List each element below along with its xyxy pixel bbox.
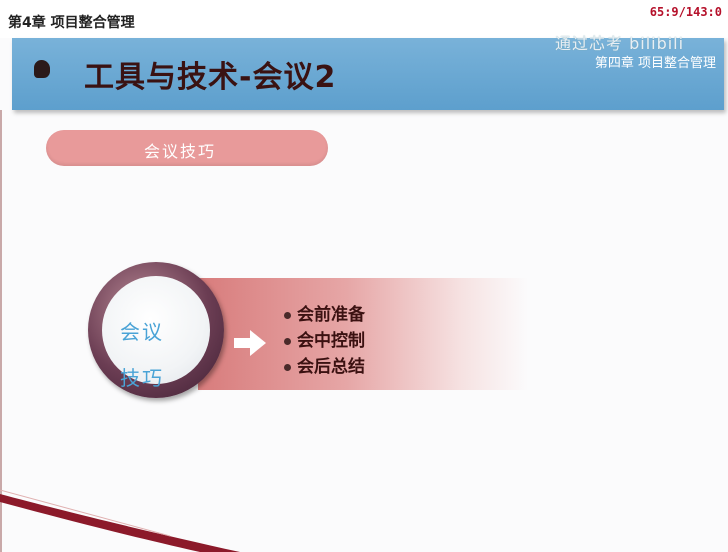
bullet-icon bbox=[284, 337, 291, 345]
skills-list: 会前准备 会中控制 会后总结 bbox=[284, 302, 365, 380]
bullet-icon bbox=[284, 363, 291, 371]
circle-label-line1: 会议 bbox=[120, 320, 164, 344]
chapter-tag: 第4章 项目整合管理 bbox=[8, 15, 135, 31]
list-item: 会前准备 bbox=[284, 302, 365, 328]
list-item-label: 会中控制 bbox=[297, 331, 365, 351]
bullet-icon bbox=[284, 311, 291, 319]
top-bar: 第4章 项目整合管理 65:9/143:0 bbox=[0, 0, 728, 38]
circle-label-line2: 技巧 bbox=[120, 366, 164, 390]
list-item: 会后总结 bbox=[284, 354, 365, 380]
diagram-circle: 会议 技巧 bbox=[88, 262, 224, 398]
playback-timer: 65:9/143:0 bbox=[649, 5, 722, 19]
slide-header: 工具与技术-会议2 第四章 项目整合管理 bbox=[12, 38, 724, 110]
section-pill-label: 会议技巧 bbox=[144, 142, 217, 161]
list-item-label: 会前准备 bbox=[297, 305, 365, 325]
decorative-swoosh bbox=[0, 490, 240, 552]
diagram-circle-inner: 会议 技巧 bbox=[102, 276, 210, 390]
left-divider bbox=[0, 110, 2, 552]
section-pill: 会议技巧 bbox=[46, 130, 328, 166]
list-item-label: 会后总结 bbox=[297, 357, 365, 377]
slide-chapter-subtitle: 第四章 项目整合管理 bbox=[594, 56, 716, 71]
bilibili-watermark: 通过芯考 bilibili bbox=[555, 34, 685, 53]
slide-title: 工具与技术-会议2 bbox=[84, 60, 337, 95]
meeting-skills-diagram: 会议 技巧 会前准备 会中控制 会后总结 bbox=[88, 262, 528, 402]
list-item: 会中控制 bbox=[284, 328, 365, 354]
header-bullet-icon bbox=[34, 60, 50, 78]
right-arrow-icon bbox=[234, 330, 266, 356]
